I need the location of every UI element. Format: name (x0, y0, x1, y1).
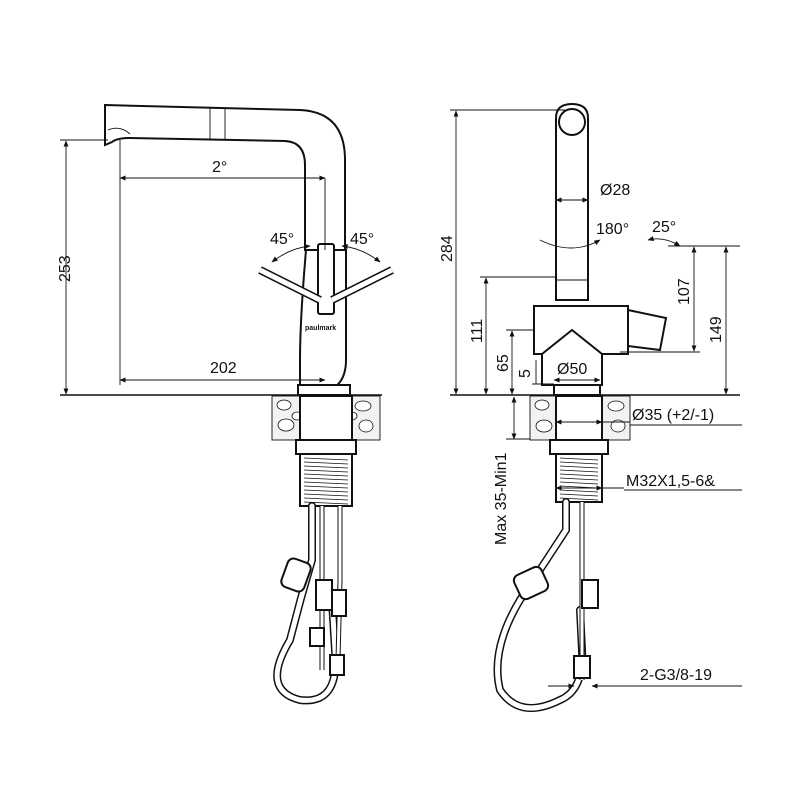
pullout-hose-side (493, 498, 587, 712)
hose-connection-label: 2-G3/8-19 (640, 667, 712, 684)
thread-line (303, 481, 349, 485)
lever-side (627, 308, 668, 352)
hose-weight-side (512, 565, 550, 601)
lever-height-149-label: 149 (708, 316, 725, 343)
thread-line (559, 465, 599, 469)
lever-height-107-label: 107 (676, 278, 693, 305)
thread-line (303, 465, 349, 469)
thread-line (303, 493, 349, 497)
thread-spec-label: M32X1,5-6& (626, 473, 715, 490)
lever-center (317, 243, 335, 315)
valve-side (581, 579, 599, 609)
thread-line (559, 481, 599, 485)
base-diameter-label: Ø50 (557, 361, 587, 378)
lever-tilt-label: 25° (652, 219, 676, 236)
thread-line (303, 461, 349, 465)
thread-line (303, 485, 349, 489)
thread-line (303, 489, 349, 493)
front-view: paulmark 45° 45° 2° 202 253 (57, 103, 394, 705)
spout-diameter-label: Ø28 (600, 182, 630, 199)
thread-line (559, 473, 599, 477)
mount-thickness-label: Max 35-Min1 (493, 452, 510, 545)
thread-line (303, 497, 349, 501)
thread-line (559, 469, 599, 473)
thread-line (559, 461, 599, 465)
body-height-111-label: 111 (469, 319, 486, 343)
shank-threads (303, 457, 349, 505)
hose-weight (280, 557, 312, 593)
spout-reach-label: 202 (210, 360, 237, 377)
side-height-label: 284 (439, 235, 456, 262)
valve-right (331, 589, 347, 617)
thread-line (303, 457, 349, 461)
lever-right-angle: 45° (350, 231, 374, 248)
stone-pebbles-side (534, 399, 626, 433)
side-view: Ø28 180° 25° 107 149 284 111 65 5 Ø50 (439, 102, 742, 712)
valve-left (315, 579, 333, 611)
base-height-5-label: 5 (517, 369, 534, 378)
hole-diameter-label: Ø35 (+2/-1) (632, 407, 714, 424)
lever-left-angle: 45° (270, 231, 294, 248)
body-height-65-label: 65 (495, 354, 512, 372)
spout-rotation-label: 180° (596, 221, 629, 238)
thread-line (303, 477, 349, 481)
front-height-label: 253 (57, 255, 74, 282)
thread-line (559, 477, 599, 481)
thread-line (303, 473, 349, 477)
thread-line (559, 493, 599, 497)
thread-line (559, 457, 599, 461)
thread-line (303, 469, 349, 473)
spout-angle-label: 2° (212, 159, 227, 176)
brand-logo: paulmark (305, 325, 336, 332)
